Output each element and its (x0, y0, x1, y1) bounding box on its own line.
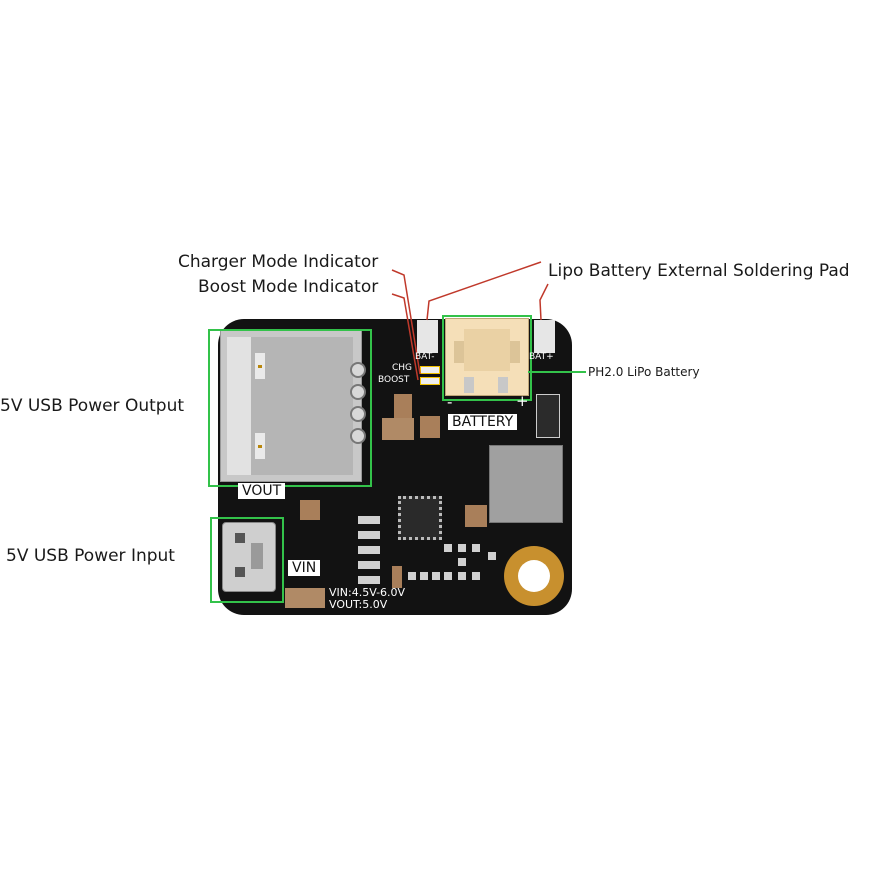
usb-a-port (220, 330, 362, 482)
bat-minus-label: BAT- (415, 352, 435, 362)
bat-plus-label: BAT+ (529, 352, 554, 362)
vin-label: VIN (288, 560, 321, 576)
usb-output-highlight (208, 329, 372, 487)
ic-chip (398, 496, 442, 540)
micro-usb-port (222, 522, 276, 592)
vout-spec-label: VOUT:5.0V (329, 598, 388, 611)
usb-pin (350, 384, 366, 400)
capacitor (382, 418, 414, 440)
vin-spec-label: VIN:4.5V-6.0V (329, 586, 406, 599)
boost-mode-callout: Boost Mode Indicator (198, 277, 379, 297)
capacitor (420, 416, 440, 438)
usb-pin (350, 428, 366, 444)
charger-mode-callout: Charger Mode Indicator (178, 252, 379, 272)
boost-led (420, 377, 440, 385)
smd-array (358, 516, 380, 584)
capacitor (300, 500, 320, 520)
boost-label: BOOST (378, 375, 410, 385)
inductor (489, 445, 563, 523)
battery-connector-highlight (442, 315, 532, 401)
lipo-pad-callout: Lipo Battery External Soldering Pad (548, 261, 850, 281)
usb-pin (350, 362, 366, 378)
smd-array (392, 566, 452, 588)
ph20-connector (445, 318, 529, 396)
mounting-hole (504, 546, 564, 606)
usb-pin (350, 406, 366, 422)
plus-label: + (516, 392, 529, 410)
vout-label: VOUT (238, 483, 286, 499)
chg-label: CHG (392, 363, 413, 373)
bat-plus-pad (534, 320, 555, 353)
chg-led (420, 366, 440, 374)
ph20-callout: PH2.0 LiPo Battery (588, 365, 700, 379)
capacitor (465, 505, 487, 527)
battery-label: BATTERY (448, 414, 518, 430)
inductor-small (285, 588, 325, 608)
bat-minus-pad (417, 320, 438, 353)
usb-output-callout: 5V USB Power Output (0, 396, 185, 416)
diode (536, 394, 560, 438)
usb-input-highlight (210, 517, 284, 603)
usb-input-callout: 5V USB Power Input (6, 546, 175, 566)
smd-array (444, 544, 500, 588)
capacitor (394, 394, 412, 418)
minus-label: - (447, 393, 453, 411)
